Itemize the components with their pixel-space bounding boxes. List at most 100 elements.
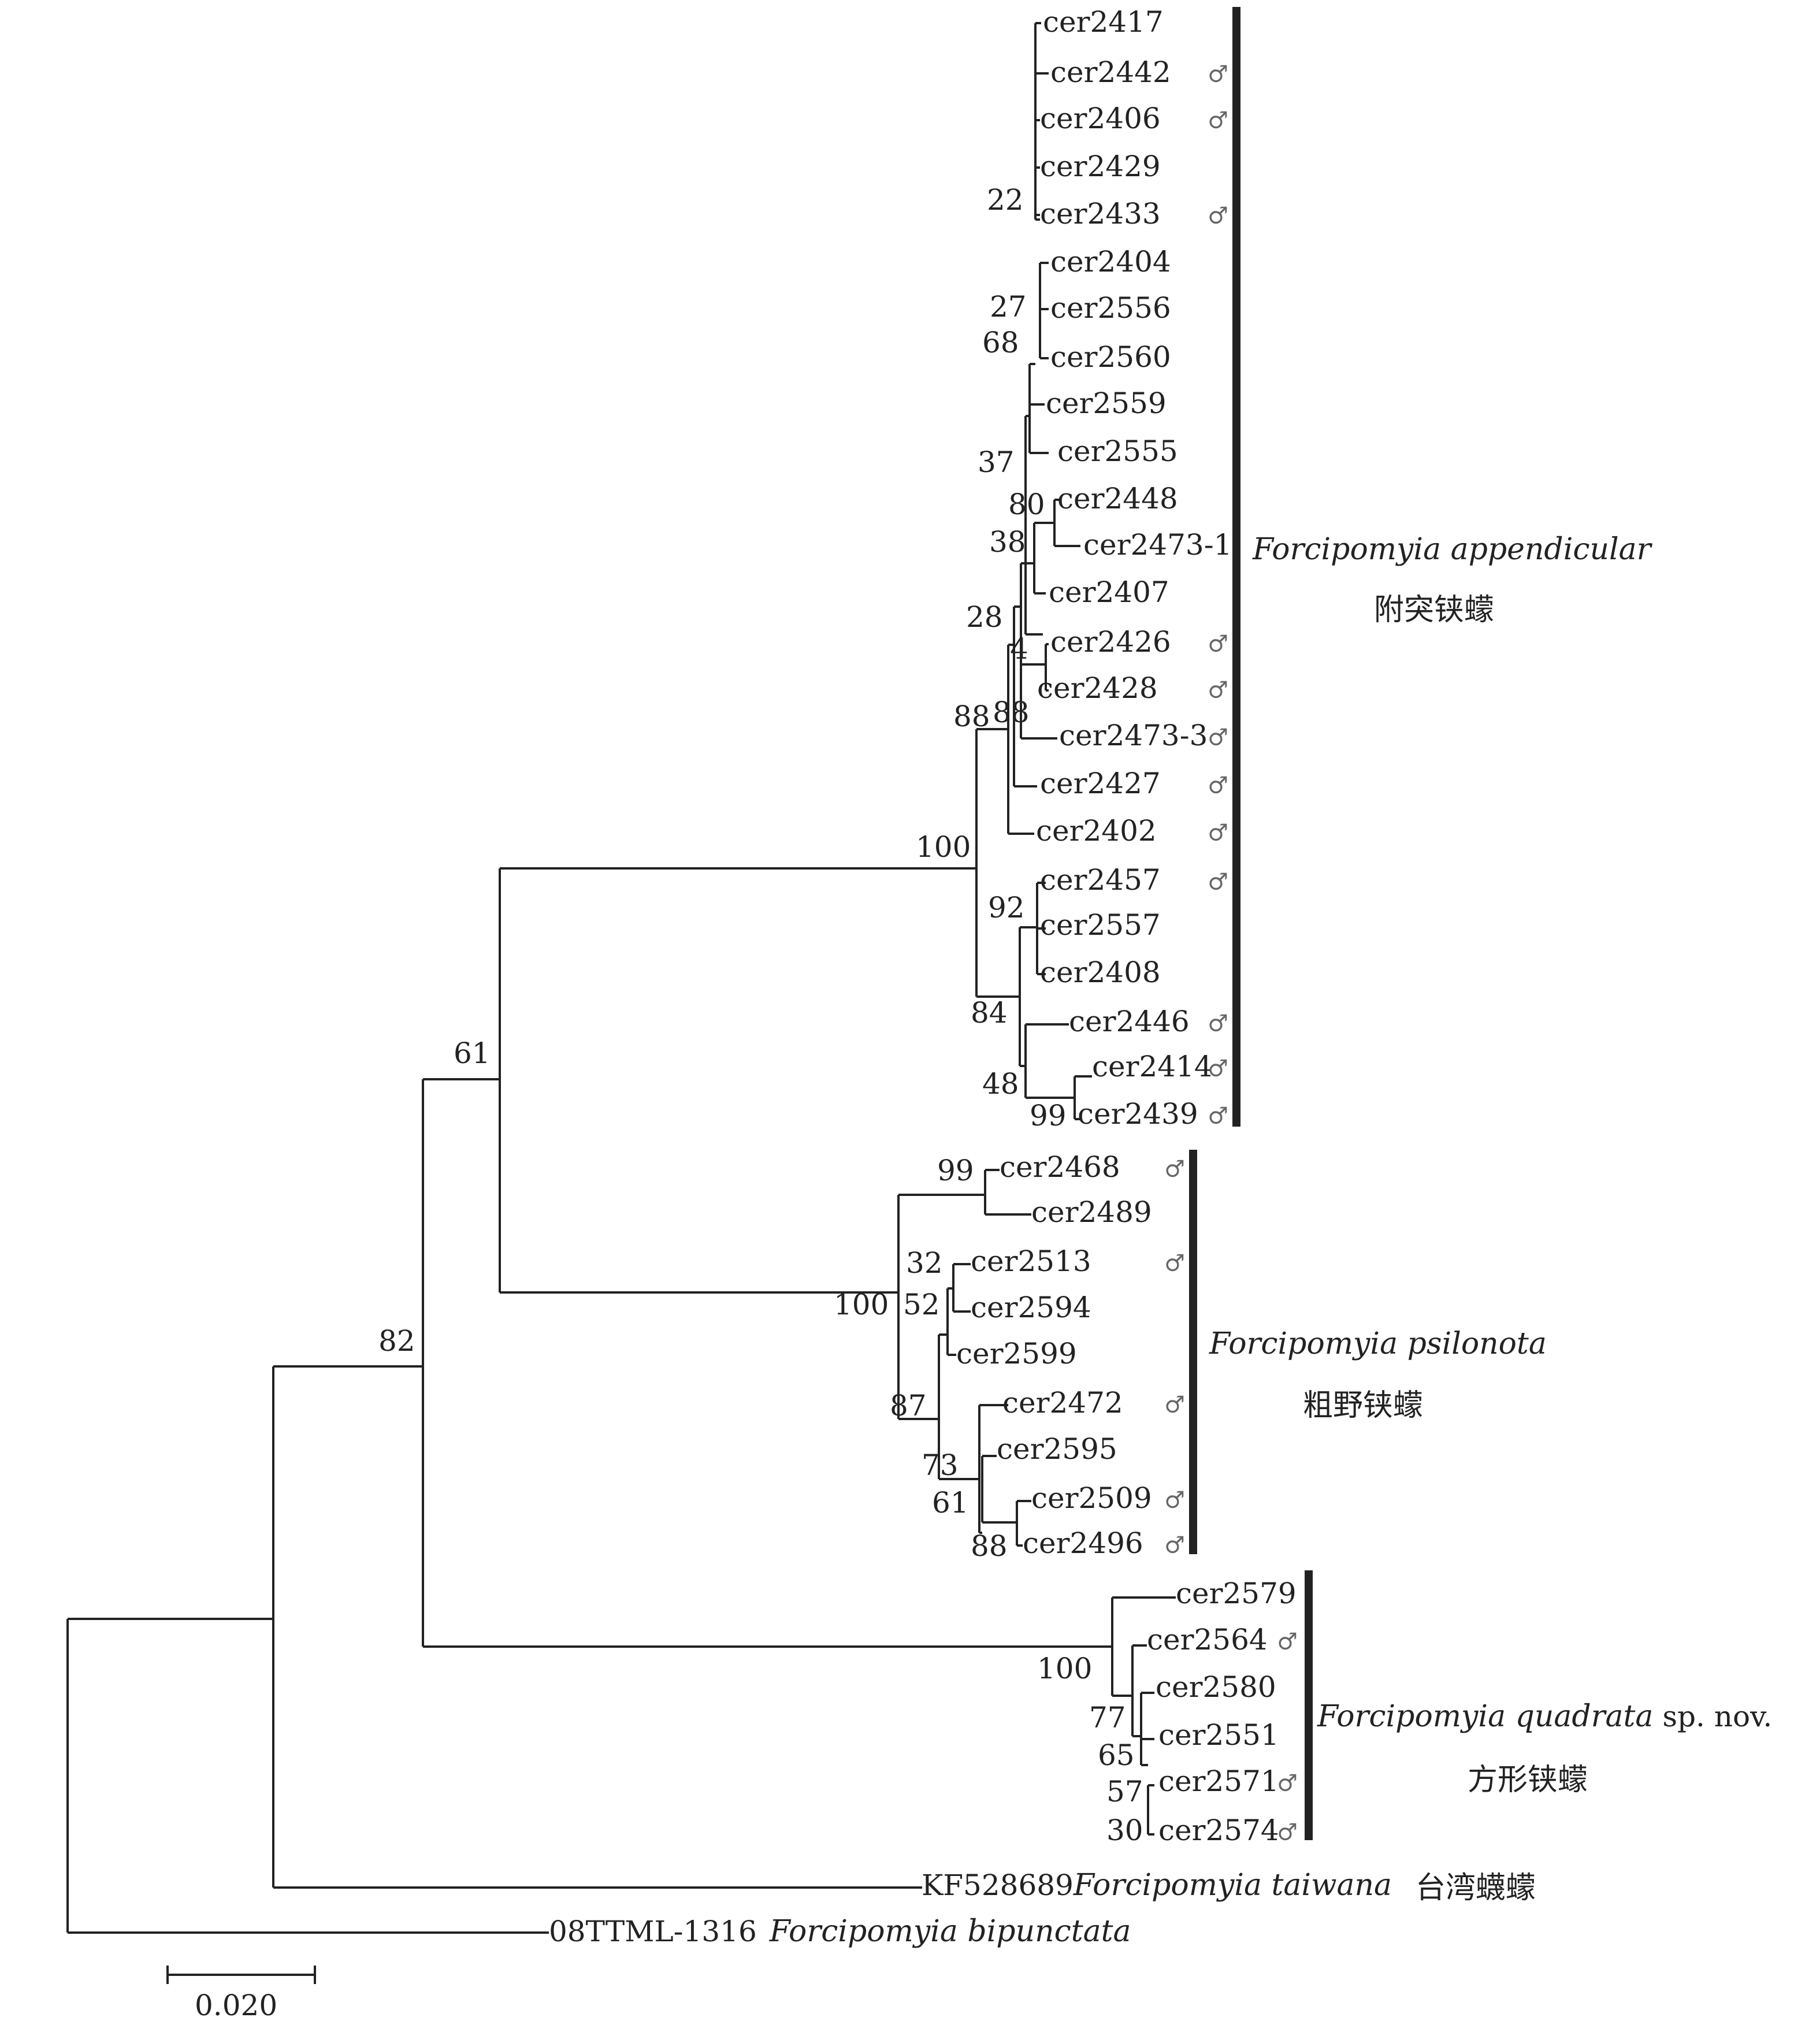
support-value: 80 xyxy=(1008,488,1045,521)
scale-bar-label: 0.020 xyxy=(195,1989,277,2021)
taxon-label: cer2579 xyxy=(1176,1577,1297,1610)
support-value: 84 xyxy=(971,996,1008,1030)
male-symbol: ♂ xyxy=(1164,1250,1185,1277)
support-value: 99 xyxy=(937,1154,974,1187)
support-value: 32 xyxy=(906,1246,943,1280)
support-value: 48 xyxy=(982,1067,1019,1101)
taxon-label: cer2571 xyxy=(1158,1764,1279,1798)
clade-name-appendicular: Forcipomyia appendicular xyxy=(1252,532,1653,567)
support-value: 73 xyxy=(922,1448,959,1482)
support-value: 100 xyxy=(916,830,971,864)
taxon-label: cer2557 xyxy=(1040,908,1161,942)
male-symbol: ♂ xyxy=(1164,1487,1185,1514)
taxon-labels: cer2417 cer2442 cer2406 cer2429 cer2433 … xyxy=(549,5,1392,1949)
male-symbol: ♂ xyxy=(1208,61,1228,88)
taiwana-chinese-name: 台湾蠛蠓 xyxy=(1416,1871,1536,1905)
support-value: 82 xyxy=(378,1324,415,1358)
taxon-label: cer2426 xyxy=(1050,625,1171,659)
taxon-label: cer2433 xyxy=(1040,197,1161,231)
support-value: 30 xyxy=(1106,1814,1143,1847)
male-symbol: ♂ xyxy=(1277,1770,1298,1797)
support-value: 38 xyxy=(989,525,1026,559)
support-value: 99 xyxy=(1030,1099,1067,1132)
taxon-label: cer2489 xyxy=(1031,1195,1152,1229)
support-value: 77 xyxy=(1089,1701,1126,1734)
male-symbol: ♂ xyxy=(1208,869,1228,896)
taxon-label-taiwana: KF528689Forcipomyia taiwana xyxy=(922,1868,1392,1903)
male-symbol: ♂ xyxy=(1208,725,1228,751)
taxon-label: cer2555 xyxy=(1057,434,1178,468)
taxon-label: cer2556 xyxy=(1050,291,1171,325)
support-value: 61 xyxy=(454,1036,491,1070)
male-symbol: ♂ xyxy=(1208,1056,1228,1082)
taxon-label: cer2457 xyxy=(1040,863,1161,897)
support-value: 27 xyxy=(990,290,1027,324)
support-value: 65 xyxy=(1098,1738,1135,1772)
taxon-label: cer2580 xyxy=(1156,1670,1276,1704)
taxon-label: cer2472 xyxy=(1002,1386,1123,1420)
support-value: 100 xyxy=(1037,1652,1092,1685)
taxon-label: cer2442 xyxy=(1050,55,1171,89)
male-symbol: ♂ xyxy=(1277,1819,1298,1846)
support-value: 61 xyxy=(932,1486,969,1520)
taxon-label: cer2429 xyxy=(1040,150,1161,183)
taxon-label: cer2509 xyxy=(1031,1481,1152,1515)
taxon-label: cer2513 xyxy=(971,1244,1091,1278)
taxon-label: cer2496 xyxy=(1023,1526,1143,1560)
support-value: 88 xyxy=(993,696,1030,729)
taxon-label: cer2414 xyxy=(1092,1050,1213,1083)
male-symbol: ♂ xyxy=(1277,1629,1298,1655)
support-value: 92 xyxy=(988,891,1025,924)
male-symbol: ♂ xyxy=(1164,1532,1185,1559)
male-markers: ♂ ♂ ♂ ♂ ♂ ♂ ♂ ♂ ♂ ♂ ♂ ♂ ♂ ♂ ♂ ♂ ♂ ♂ ♂ ♂ xyxy=(1164,61,1298,1846)
taxon-label: cer2404 xyxy=(1050,245,1171,278)
tree-branches xyxy=(66,22,1176,1934)
support-value: 4 xyxy=(1010,632,1028,666)
taxon-label: cer2559 xyxy=(1046,387,1167,420)
taxon-label: cer2408 xyxy=(1040,956,1161,989)
taxon-label: cer2473-1 xyxy=(1083,528,1232,562)
taxon-label: cer2574 xyxy=(1158,1814,1279,1847)
taxon-label: cer2473-3 xyxy=(1059,719,1208,752)
taxon-label: cer2406 xyxy=(1040,102,1161,135)
male-symbol: ♂ xyxy=(1164,1392,1185,1418)
support-values: 22 27 68 37 80 38 28 4 88 88 100 92 84 4… xyxy=(378,183,1143,1847)
taxon-label: cer2564 xyxy=(1147,1623,1268,1656)
taxon-label: cer2560 xyxy=(1050,340,1171,374)
clade-name-quadrata: Forcipomyia quadrata sp. nov. xyxy=(1317,1699,1772,1734)
male-symbol: ♂ xyxy=(1164,1156,1185,1183)
support-value: 100 xyxy=(834,1288,889,1321)
support-value: 88 xyxy=(971,1529,1008,1563)
taxon-label: cer2599 xyxy=(956,1337,1077,1370)
support-value: 68 xyxy=(982,326,1019,359)
support-value: 37 xyxy=(978,445,1015,479)
clade-name-psilonota: Forcipomyia psilonota xyxy=(1209,1327,1547,1361)
support-value: 57 xyxy=(1106,1775,1143,1808)
taxon-label: cer2428 xyxy=(1037,671,1158,705)
male-symbol: ♂ xyxy=(1208,107,1228,134)
taxon-label: cer2402 xyxy=(1036,814,1157,848)
support-value: 52 xyxy=(903,1288,940,1321)
taxon-label: cer2407 xyxy=(1049,575,1169,609)
taxon-label: cer2427 xyxy=(1040,767,1161,800)
taxon-label: cer2551 xyxy=(1158,1718,1279,1752)
taxon-label: cer2439 xyxy=(1078,1097,1198,1131)
taxon-label: cer2448 xyxy=(1057,482,1178,515)
clade-chinese-appendicular: 附突铗蠓 xyxy=(1374,593,1494,627)
taxon-label: cer2594 xyxy=(971,1291,1091,1324)
clade-annotations: Forcipomyia appendicular 附突铗蠓 Forcipomyi… xyxy=(1189,7,1772,1905)
male-symbol: ♂ xyxy=(1208,1103,1228,1130)
taxon-label: cer2417 xyxy=(1043,5,1164,39)
scale-bar: 0.020 xyxy=(166,1966,316,2021)
support-value: 28 xyxy=(966,600,1003,634)
support-value: 87 xyxy=(890,1389,927,1422)
male-symbol: ♂ xyxy=(1208,677,1228,704)
support-value: 22 xyxy=(987,183,1024,217)
support-value: 88 xyxy=(953,700,990,733)
male-symbol: ♂ xyxy=(1208,203,1228,229)
clade-chinese-psilonota: 粗野铗蠓 xyxy=(1303,1388,1423,1423)
taxon-label: cer2468 xyxy=(1000,1150,1120,1184)
male-symbol: ♂ xyxy=(1208,1010,1228,1037)
